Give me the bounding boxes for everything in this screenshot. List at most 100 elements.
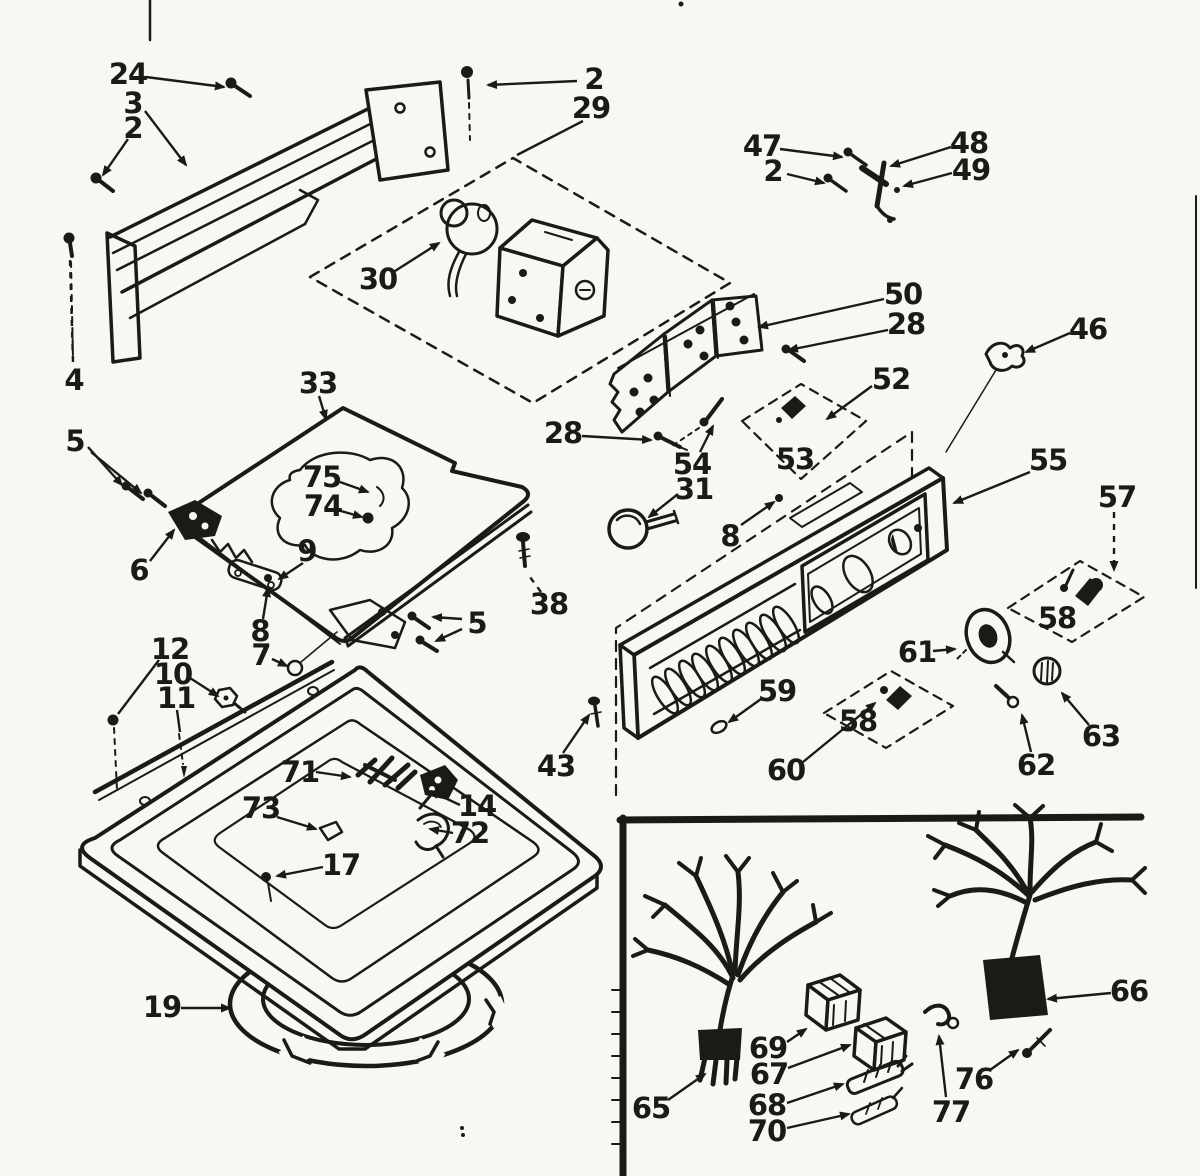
callout-label-49-9: 49 — [952, 153, 990, 187]
callout-leader-61-24 — [932, 645, 957, 655]
screw-11 — [178, 733, 187, 778]
bracket-screw-4 — [63, 232, 75, 359]
callout-label-11-42: 11 — [157, 681, 195, 715]
callout-label-68-52: 68 — [748, 1088, 786, 1122]
callout-leader-8-36 — [261, 586, 272, 620]
callout-leader-2-7 — [786, 172, 826, 186]
rod-end-hardware — [328, 598, 439, 653]
connector-67 — [852, 1016, 908, 1072]
callout-label-28-15: 28 — [544, 416, 582, 450]
callout-leader-2-4 — [486, 79, 578, 90]
timer-motor-30 — [439, 198, 499, 298]
clip-46 — [945, 341, 1026, 453]
callout-leader-6-32 — [149, 528, 176, 562]
callout-leader-11-42 — [175, 709, 182, 733]
callout-leader-4-3 — [68, 259, 75, 363]
callout-label-4-3: 4 — [64, 363, 83, 397]
bracket-screw-2-left — [90, 172, 115, 193]
callout-label-48-8: 48 — [950, 126, 988, 160]
callout-leader-46-13 — [1024, 331, 1071, 354]
pin-62 — [994, 684, 1020, 709]
callout-leader-75-33 — [339, 480, 370, 494]
callout-label-3-1: 3 — [123, 86, 142, 120]
callout-leader-30-10 — [394, 241, 441, 273]
cover-pad-74-75 — [270, 451, 411, 561]
callout-label-63-25: 63 — [1082, 719, 1120, 753]
callout-leader-70-53 — [786, 1111, 851, 1130]
callout-leader-10-41 — [189, 676, 220, 698]
latch-strike-71 — [355, 755, 418, 791]
callout-label-62-26: 62 — [1017, 748, 1055, 782]
screw-kit-58-lower — [822, 669, 955, 750]
bracket-screw-24 — [225, 77, 252, 98]
callout-label-30-10: 30 — [359, 262, 397, 296]
shim-73 — [318, 820, 344, 842]
wiring-inset-box — [611, 803, 1147, 1176]
screw-76 — [1022, 1028, 1052, 1058]
callout-label-60-29: 60 — [767, 753, 805, 787]
callout-leader-77-54 — [935, 1034, 948, 1098]
callout-label-28-12: 28 — [887, 307, 925, 341]
callout-leader-43-30 — [562, 713, 591, 754]
timer-platform-29 — [308, 156, 732, 405]
console-louvers — [648, 582, 802, 716]
callout-leader-14-45 — [428, 789, 461, 807]
callout-leader-67-51 — [787, 1043, 852, 1070]
harness-66 — [926, 803, 1147, 1020]
callout-leader-52-14 — [825, 385, 873, 421]
callout-label-14-45: 14 — [458, 789, 496, 823]
callout-leader-2-2 — [101, 138, 129, 177]
hinge-hardware-left — [168, 500, 338, 677]
callout-label-29-5: 29 — [572, 91, 610, 125]
hinge-screws-5-left — [121, 481, 167, 508]
callout-label-66-56: 66 — [1110, 974, 1148, 1008]
callout-leader-65-49 — [667, 1072, 707, 1101]
callout-label-65-49: 65 — [632, 1091, 670, 1125]
page-fiducials — [148, 0, 1197, 1137]
callout-label-46-13: 46 — [1069, 312, 1107, 346]
callout-label-31-19: 31 — [675, 472, 713, 506]
callout-leader-59-27 — [727, 698, 762, 724]
callout-leader-12-40 — [117, 659, 160, 715]
console-support-bracket — [63, 66, 473, 364]
callout-label-12-40: 12 — [151, 632, 189, 666]
callout-label-77-54: 77 — [932, 1095, 970, 1129]
switch-knob-31 — [607, 508, 680, 550]
callout-label-75-33: 75 — [303, 460, 341, 494]
callout-label-24-0: 24 — [109, 57, 147, 91]
harness-65 — [631, 854, 833, 1087]
callout-leader-66-56 — [1046, 991, 1112, 1003]
callout-label-2-2: 2 — [123, 111, 142, 145]
box-edge-ticks — [611, 989, 620, 1145]
callout-label-6-32: 6 — [129, 553, 148, 587]
plug-17 — [261, 872, 272, 902]
callout-label-9-35: 9 — [297, 534, 316, 568]
timer-dial-61 — [955, 607, 1016, 665]
callout-leader-63-25 — [1060, 691, 1090, 726]
callout-leader-31-19 — [647, 493, 679, 519]
callout-label-70-53: 70 — [748, 1114, 786, 1148]
callout-label-50-11: 50 — [884, 277, 922, 311]
clip-77-loop — [946, 1016, 960, 1030]
callout-leader-38-38 — [526, 572, 542, 593]
callout-leader-50-11 — [757, 297, 885, 330]
callout-label-47-6: 47 — [743, 129, 781, 163]
callout-label-52-14: 52 — [872, 362, 910, 396]
callout-leader-76-55 — [989, 1048, 1020, 1071]
lid-support-72 — [414, 812, 450, 859]
callout-label-17-47: 17 — [322, 848, 360, 882]
plug-70 — [850, 1086, 904, 1126]
link-hardware-47-49 — [823, 147, 900, 223]
screw-12 — [107, 714, 119, 791]
bolt-54 — [671, 397, 724, 447]
spacer-59 — [710, 719, 728, 735]
trim-rail — [92, 659, 335, 801]
top-cover-33 — [121, 406, 533, 677]
callout-leader-72-46 — [428, 826, 454, 835]
callout-label-8-36: 8 — [250, 614, 269, 648]
callout-label-19-48: 19 — [143, 990, 181, 1024]
timer-box — [495, 218, 610, 338]
callout-label-43-30: 43 — [537, 749, 575, 783]
callout-leader-48-8 — [889, 145, 952, 168]
